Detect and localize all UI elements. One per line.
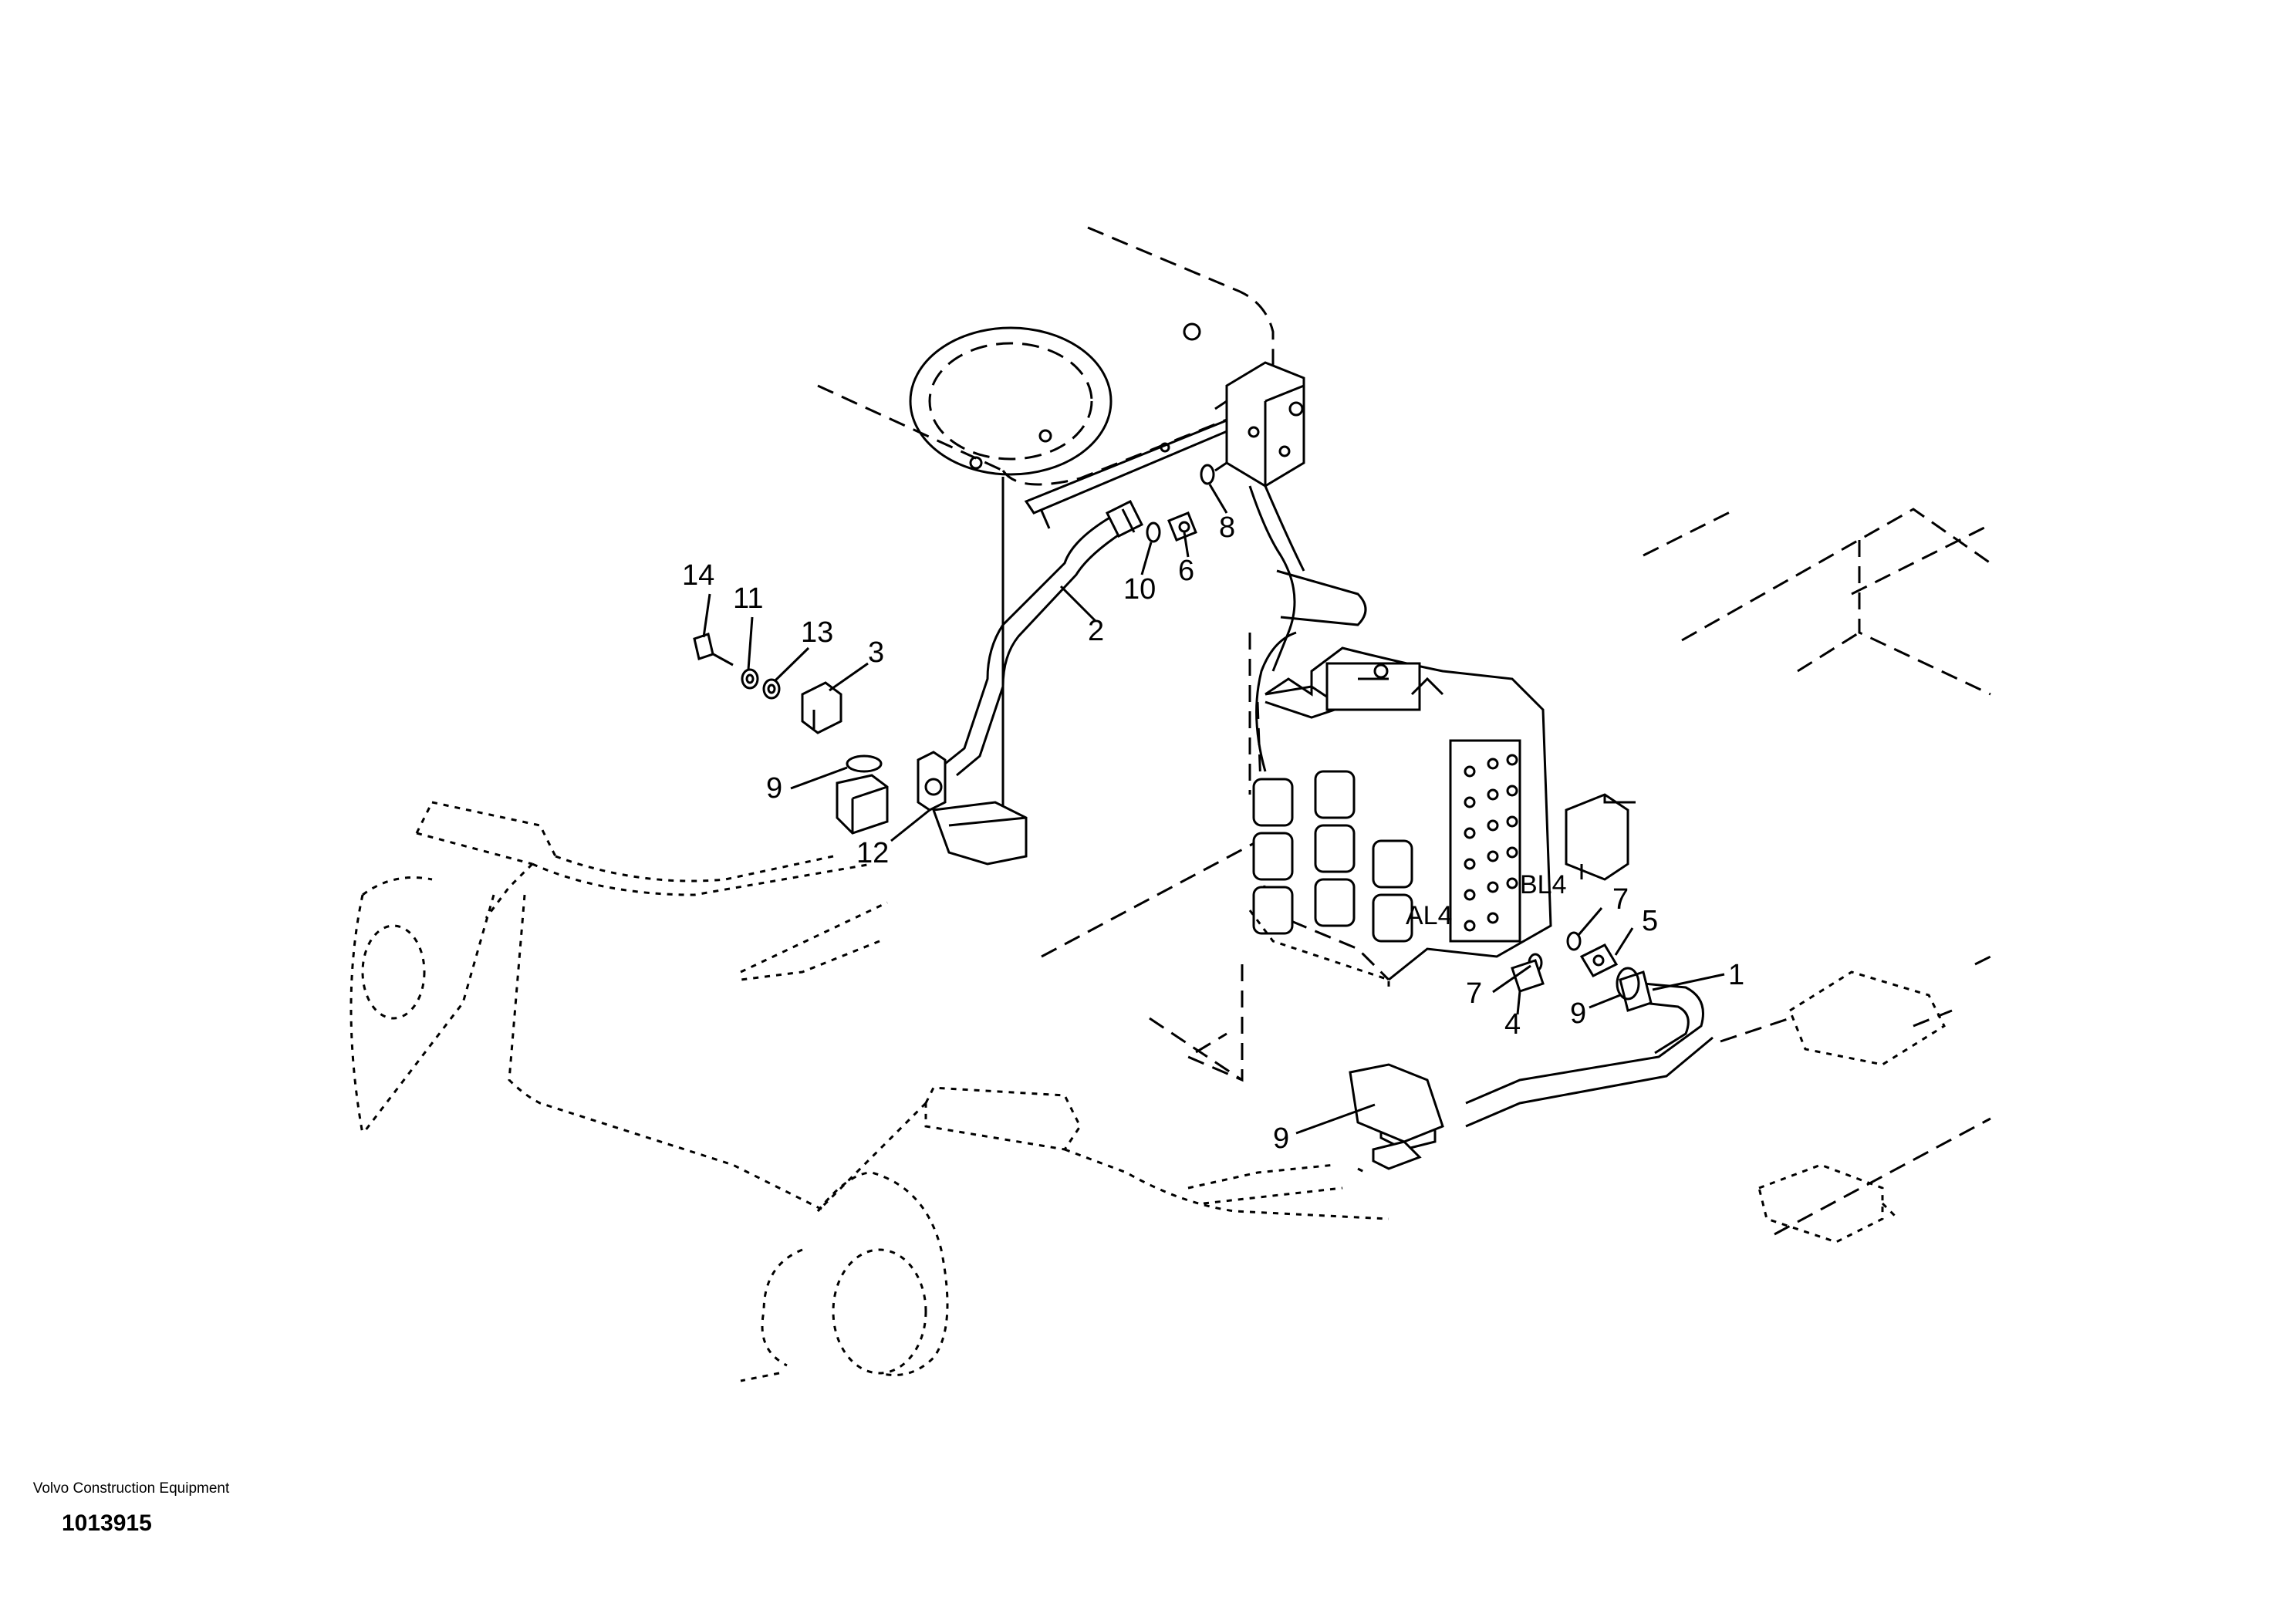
pipe-1 [1465,970,1714,1128]
callouts: 14 11 13 3 9 12 2 10 6 8 1 5 7 7 4 9 9 A… [682,511,1744,1155]
side-valve [1565,793,1636,881]
callout-3: 3 [868,636,884,669]
callout-8: 8 [1219,511,1235,544]
callout-7-upper: 7 [1612,883,1629,916]
fittings [693,464,1640,1170]
publisher-name: Volvo Construction Equipment [32,1480,230,1497]
machine-outline [349,226,1991,1382]
publisher-footer: Volvo Construction Equipment 1013915 [31,1480,231,1537]
pipe-2 [944,499,1144,777]
callout-12: 12 [856,837,889,869]
callout-6: 6 [1178,555,1194,587]
callout-7-lower: 7 [1466,977,1482,1010]
callout-11: 11 [733,582,763,615]
callout-4: 4 [1504,1008,1521,1041]
callout-9-left: 9 [766,772,782,805]
spool-caps [1252,770,1413,943]
callout-2: 2 [1088,615,1104,647]
callout-14: 14 [682,559,714,592]
port-label-al4: AL4 [1406,901,1453,930]
callout-9-bottom: 9 [1273,1122,1289,1155]
port-label-bl4: BL4 [1520,870,1567,899]
callout-5: 5 [1642,905,1658,937]
illustration-number: 1013915 [62,1510,152,1536]
valve-ports [1464,754,1518,932]
hydraulic-tank [909,322,1237,540]
control-valve [1248,646,1552,987]
leader-lines [702,484,1725,1135]
callout-1: 1 [1728,959,1744,991]
callout-13: 13 [801,616,833,649]
callout-10: 10 [1123,573,1156,606]
callout-9-right: 9 [1570,997,1586,1030]
